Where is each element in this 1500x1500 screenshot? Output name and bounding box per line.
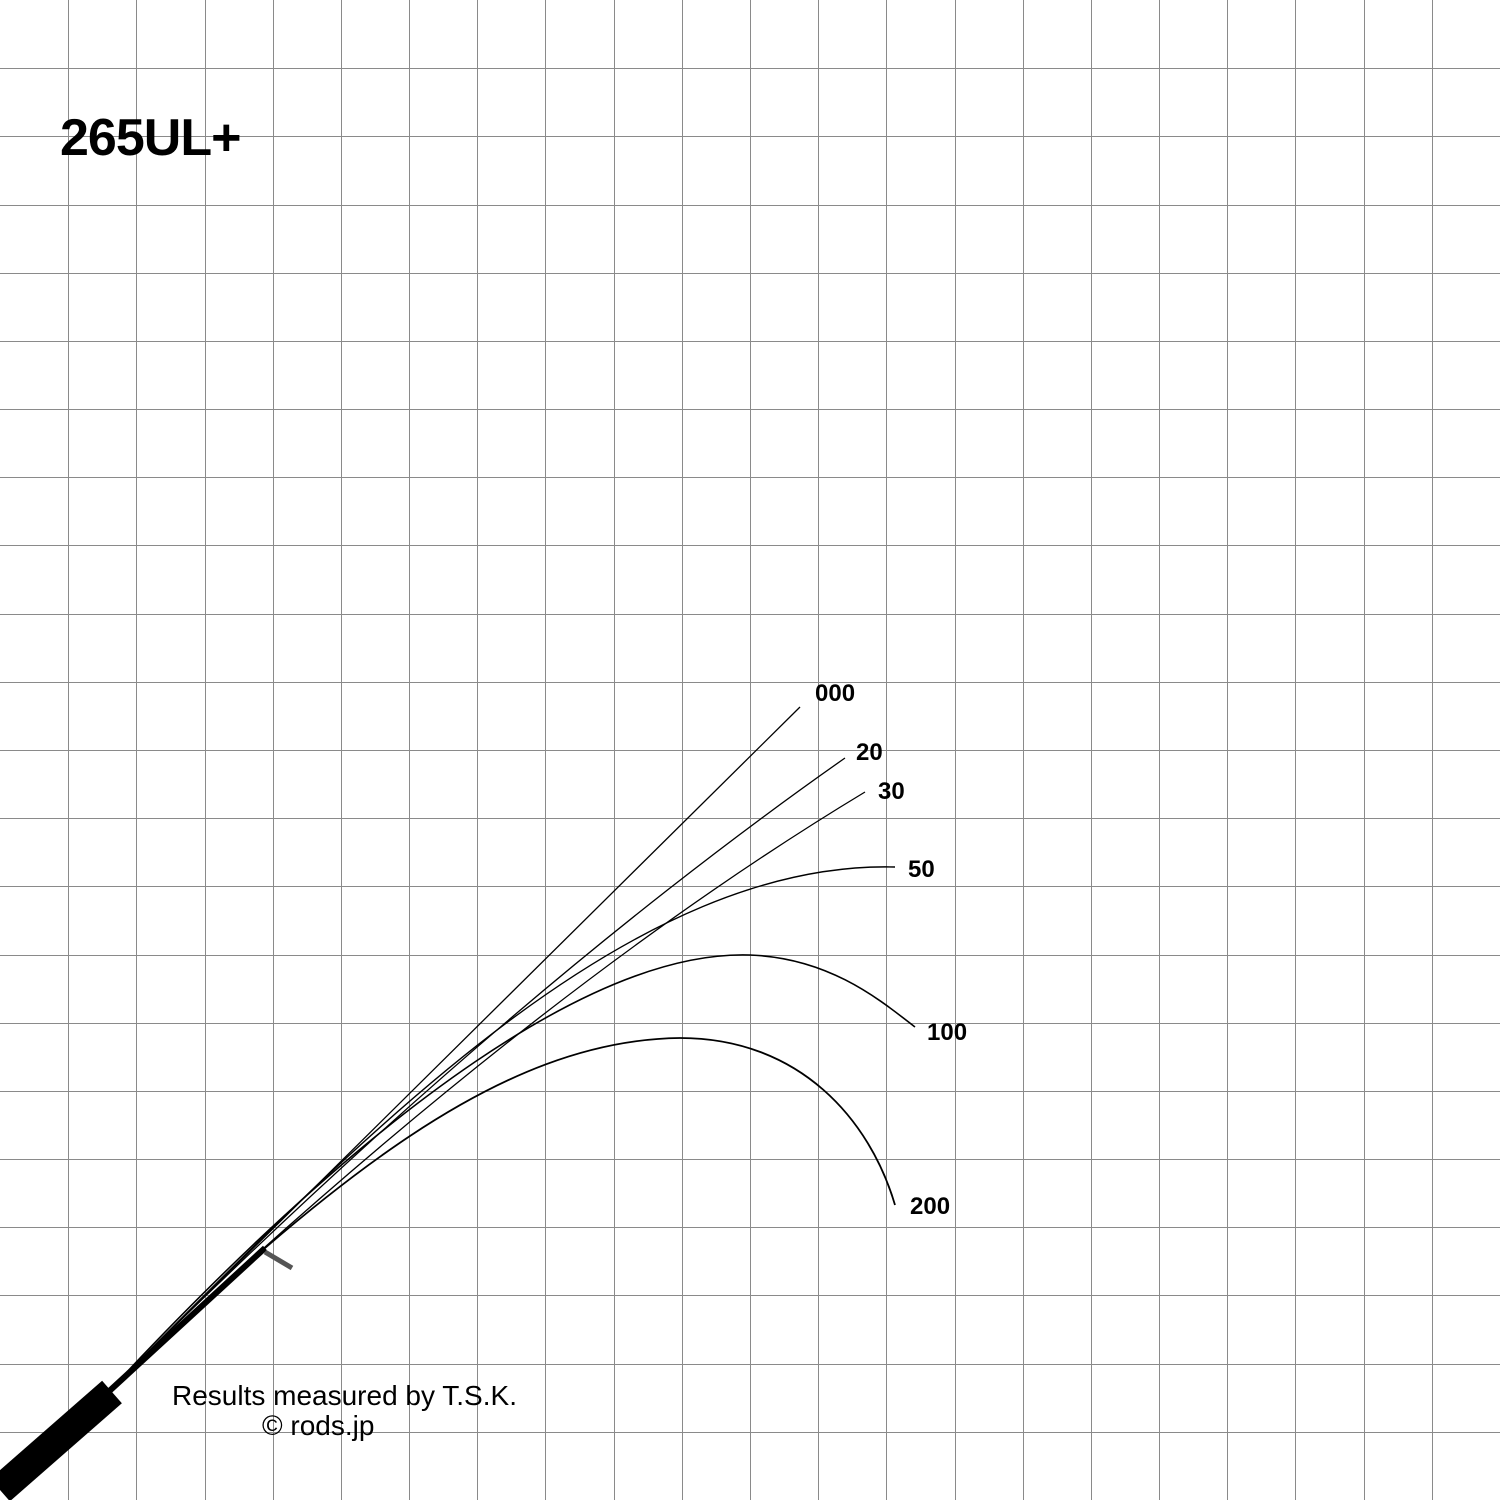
bend-curves	[109, 706, 916, 1391]
label-000: 000	[815, 680, 856, 707]
label-30: 30	[878, 778, 905, 805]
rod-model-title: 265UL+	[60, 109, 241, 167]
label-200: 200	[910, 1193, 951, 1220]
label-20: 20	[856, 739, 883, 766]
rod-handle-grip	[0, 1380, 122, 1500]
curve-50	[109, 866, 896, 1391]
curve-200	[109, 1037, 896, 1391]
label-100: 100	[927, 1019, 968, 1046]
measured-by-credit: Results measured by T.S.K.	[172, 1380, 517, 1411]
curve-100	[109, 954, 916, 1391]
copyright-credit: © rods.jp	[262, 1410, 375, 1441]
label-50: 50	[908, 856, 935, 883]
curve-000	[109, 706, 801, 1391]
rod-blank	[102, 1245, 268, 1398]
reel-seat	[263, 1249, 294, 1271]
